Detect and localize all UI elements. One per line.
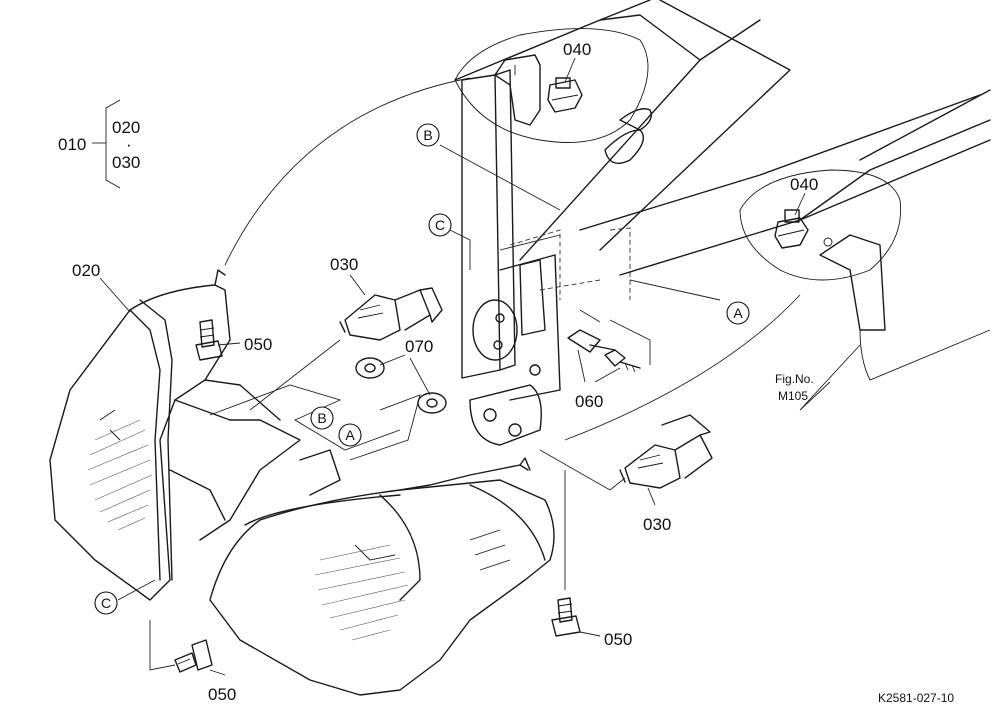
callout-020: 020 [72, 261, 100, 280]
bulb-030-right [619, 414, 713, 489]
drawing-code: K2581-027-10 [878, 691, 954, 705]
ref-label-B-mid: B [317, 410, 326, 426]
chassis-frame [454, 0, 991, 446]
ref-circle-A-mid: A [338, 423, 362, 447]
assembly-member-sep: · [126, 135, 132, 154]
callout-040-right: 040 [790, 175, 818, 194]
bolt-060 [567, 329, 641, 373]
callout-040-top: 040 [563, 40, 591, 59]
screw-050-upper [195, 319, 223, 361]
figure-ref-line2: M105 [778, 389, 808, 403]
screw-050-lower-left [174, 639, 213, 673]
assembly-arrow-upper [224, 77, 471, 266]
ref-label-A-mid: A [345, 427, 355, 443]
headlamp-020-left [49, 269, 301, 601]
assembly-group-label: 010 [58, 135, 86, 154]
lens-hatch-lower [314, 544, 409, 641]
assembly-member-bottom: 030 [112, 153, 140, 172]
ref-circle-A-right: A [726, 301, 750, 325]
ref-circle-C-top: C [428, 213, 452, 237]
bulb-030-left [339, 287, 443, 341]
lens-hatch-left [87, 419, 153, 531]
grommet-070 [355, 357, 447, 414]
assembly-member-top: 020 [112, 118, 140, 137]
ref-label-B-top: B [423, 127, 432, 143]
callout-070: 070 [405, 337, 433, 356]
ref-label-C-bottom: C [101, 595, 111, 611]
ref-label-C-top: C [435, 217, 445, 233]
ref-circle-B-mid: B [310, 406, 334, 430]
callout-050-lower-right: 050 [604, 630, 632, 649]
leader-lines [92, 57, 861, 676]
screw-050-lower-right [551, 597, 581, 637]
ref-circle-C-bottom: C [94, 591, 118, 615]
clip-nut-040-right [774, 209, 809, 249]
ref-circle-B-top: B [416, 123, 440, 147]
assembly-arrow-lower [564, 294, 801, 441]
ref-label-A-right: A [733, 305, 743, 321]
callout-030-left: 030 [330, 255, 358, 274]
clip-nut-040-top [547, 77, 583, 113]
callout-050-lower-left: 050 [208, 685, 236, 704]
callout-030-right: 030 [643, 515, 671, 534]
headlamp-lower [209, 449, 555, 696]
figure-ref-line1: Fig.No. [775, 372, 814, 386]
callout-050-upper: 050 [244, 335, 272, 354]
callout-060: 060 [575, 392, 603, 411]
